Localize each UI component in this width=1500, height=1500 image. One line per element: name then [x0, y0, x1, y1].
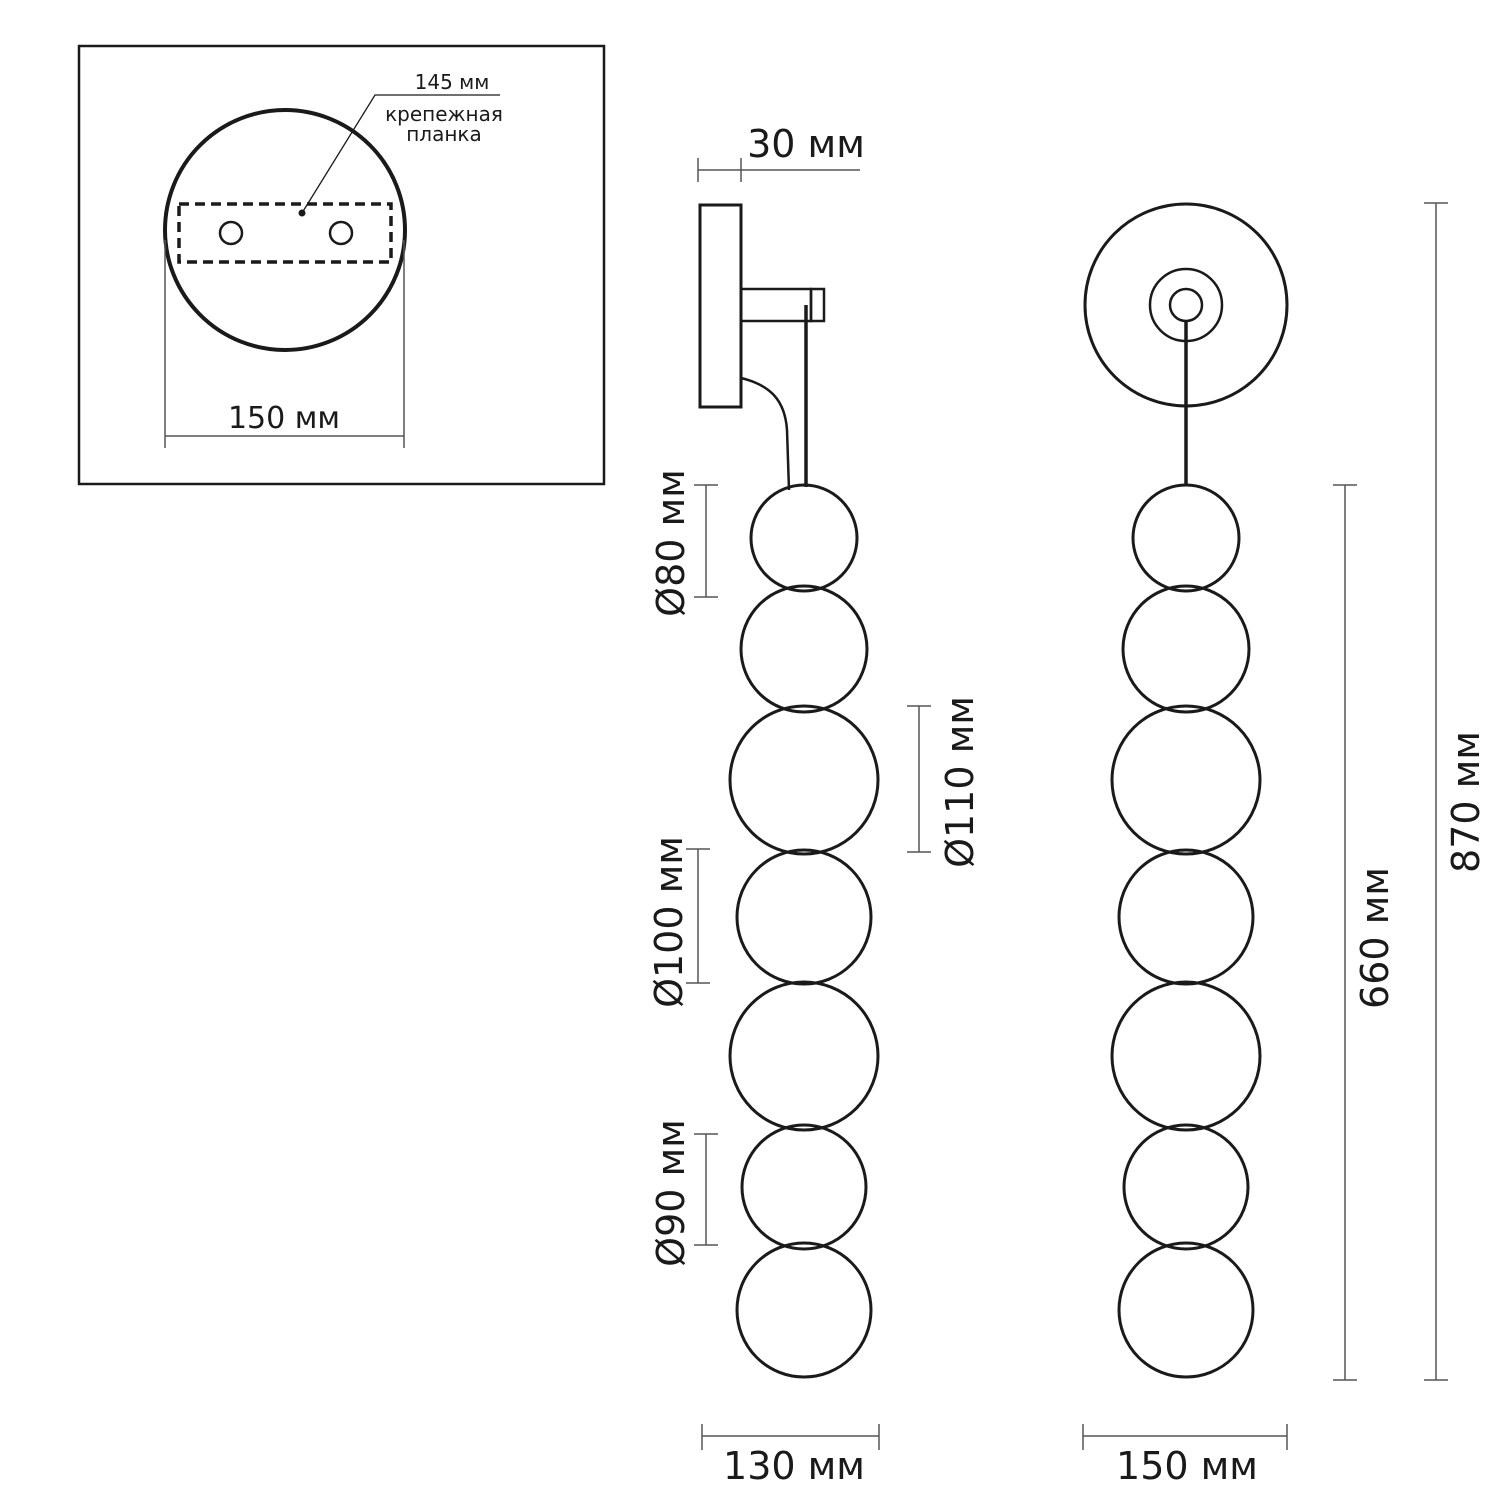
- front-globe-4: [1117, 848, 1255, 986]
- dim-90-label: Ø90 мм: [649, 1119, 693, 1267]
- side-wire-curve: [740, 376, 791, 491]
- side-globe-2: [739, 584, 869, 714]
- front-globe-2: [1121, 584, 1251, 714]
- side-globe-6: [740, 1123, 868, 1251]
- front-globe-1: [1131, 483, 1241, 593]
- side-globe-5: [728, 980, 880, 1132]
- side-canopy: [698, 203, 743, 409]
- side-globe-1: [749, 483, 859, 593]
- leader-line: [301, 94, 500, 214]
- front-globe-6: [1122, 1123, 1250, 1251]
- dim-130-label: 130 мм: [723, 1444, 865, 1488]
- dim-870-label: 870 мм: [1444, 731, 1488, 873]
- dim-150-label: 150 мм: [228, 401, 340, 436]
- canopy-back-circle: [163, 108, 407, 352]
- front-globe-3: [1110, 704, 1262, 856]
- dim-110-label: Ø110 мм: [938, 696, 982, 868]
- front-globe-7: [1117, 1241, 1255, 1379]
- dim-80-label: Ø80 мм: [649, 469, 693, 617]
- bracket-panel: 145 мм крепежная планка 150 мм: [77, 44, 606, 486]
- dim-30-label: 30 мм: [747, 122, 865, 166]
- front-canopy-ring-inner: [1168, 287, 1204, 323]
- side-globe-3: [728, 704, 880, 856]
- dim-660-label: 660 мм: [1353, 867, 1397, 1009]
- mounting-plate-dashed: [177, 202, 393, 264]
- dim-145-label: 145 мм: [415, 70, 490, 94]
- side-view: 30 мм Ø80 мм Ø110 мм Ø100 мм Ø90 мм 130 …: [647, 122, 982, 1488]
- side-globe-4: [735, 848, 873, 986]
- bracket-panel-frame: [77, 44, 606, 486]
- dim-front-150-label: 150 мм: [1116, 1444, 1258, 1488]
- front-view: 660 мм 870 мм 150 мм: [1082, 202, 1488, 1488]
- side-arm-cap: [809, 287, 826, 323]
- note-line2: планка: [406, 122, 482, 146]
- side-arm: [739, 287, 813, 323]
- note-line1: крепежная: [385, 102, 503, 126]
- side-globe-7: [735, 1241, 873, 1379]
- dim-100-label: Ø100 мм: [647, 836, 691, 1008]
- front-globe-5: [1110, 980, 1262, 1132]
- mounting-hole-left: [218, 220, 244, 246]
- mounting-hole-right: [328, 220, 354, 246]
